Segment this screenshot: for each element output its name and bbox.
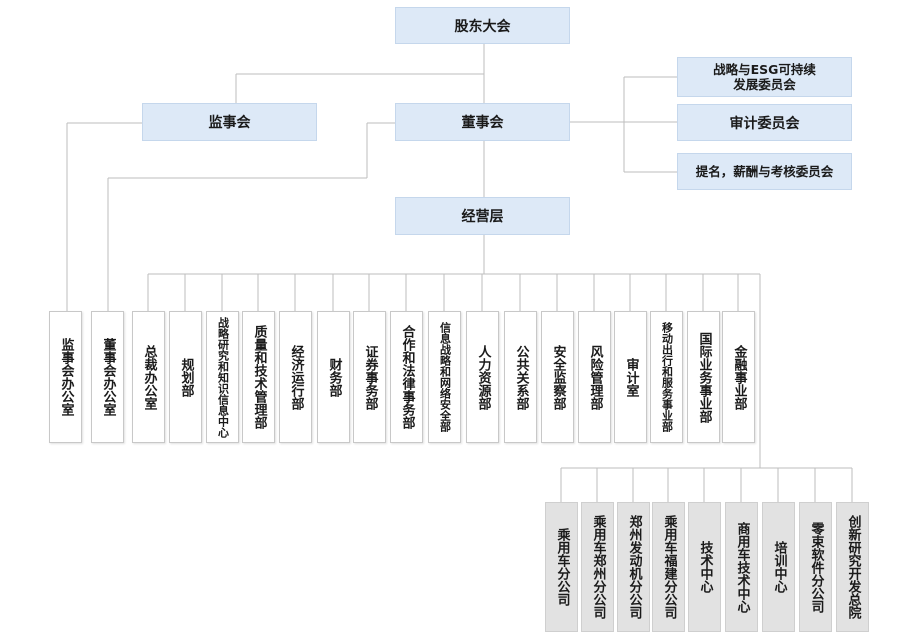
planning-dept-box: 规划部 [169, 311, 202, 443]
subsidiary-label: 乘用车福建分公司 [661, 515, 677, 619]
z-one-software-branch-box: 零束软件分公司 [799, 502, 832, 632]
management-box: 经营层 [395, 197, 570, 235]
info-strategy-security-dept-box: 信息战略和网络安全部 [428, 311, 461, 443]
zhengzhou-engine-branch-box: 郑州发动机分公司 [617, 502, 650, 632]
securities-affairs-dept-box: 证券事务部 [353, 311, 386, 443]
supervisory-board-office-box: 监事会办公室 [49, 311, 82, 443]
department-label: 规划部 [178, 357, 194, 397]
department-label: 国际业务事业部 [696, 331, 712, 423]
subsidiary-label: 郑州发动机分公司 [626, 515, 642, 619]
audit-committee-box: 审计委员会 [677, 104, 852, 141]
president-office-box: 总裁办公室 [132, 311, 165, 443]
commercial-vehicle-tech-center-box: 商用车技术中心 [725, 502, 758, 632]
department-label: 总裁办公室 [141, 344, 157, 410]
department-label: 金融事业部 [731, 344, 747, 410]
audit-committee-label: 审计委员会 [729, 115, 800, 132]
innovation-research-institute-box: 创新研究开发总院 [836, 502, 869, 632]
committee-label-line2: 发展委员会 [733, 77, 796, 92]
department-label: 移动出行和服务事业部 [660, 322, 674, 432]
department-label: 公共关系部 [513, 344, 529, 410]
department-label: 经济运行部 [288, 344, 304, 410]
department-label: 合作和法律事务部 [399, 325, 415, 429]
passenger-car-zhengzhou-branch-box: 乘用车郑州分公司 [581, 502, 614, 632]
quality-tech-mgmt-dept-box: 质量和技术管理部 [242, 311, 275, 443]
nomination-committee-label: 提名，薪酬与考核委员会 [695, 164, 834, 179]
department-label: 信息战略和网络安全部 [438, 322, 452, 432]
public-relations-dept-box: 公共关系部 [504, 311, 537, 443]
subsidiary-label: 创新研究开发总院 [845, 515, 861, 619]
passenger-car-fujian-branch-box: 乘用车福建分公司 [652, 502, 685, 632]
training-center-box: 培训中心 [762, 502, 795, 632]
board-of-directors-label: 董事会 [461, 115, 504, 131]
subsidiary-label: 培训中心 [771, 541, 787, 593]
strategy-esg-committee-box: 战略与ESG可持续 发展委员会 [677, 57, 852, 97]
nomination-compensation-committee-box: 提名，薪酬与考核委员会 [677, 153, 852, 190]
human-resources-dept-box: 人力资源部 [466, 311, 499, 443]
department-label: 审计室 [623, 357, 639, 397]
cooperation-legal-dept-box: 合作和法律事务部 [390, 311, 423, 443]
department-label: 财务部 [326, 357, 342, 397]
passenger-car-branch-box: 乘用车分公司 [545, 502, 578, 632]
subsidiary-label: 零束软件分公司 [808, 521, 824, 613]
strategy-research-center-box: 战略研究和知识信息中心 [206, 311, 239, 443]
safety-inspection-dept-box: 安全监察部 [541, 311, 574, 443]
international-business-division-box: 国际业务事业部 [687, 311, 720, 443]
shareholders-meeting-label: 股东大会 [454, 18, 511, 35]
department-label: 质量和技术管理部 [251, 325, 267, 429]
department-label: 人力资源部 [475, 344, 491, 410]
committee-label-line1: 战略与ESG可持续 [713, 62, 816, 77]
subsidiary-label: 商用车技术中心 [734, 521, 750, 613]
subsidiary-label: 乘用车分公司 [554, 528, 570, 606]
finance-division-box: 金融事业部 [722, 311, 755, 443]
board-office-box: 董事会办公室 [91, 311, 124, 443]
department-label: 监事会办公室 [58, 338, 74, 416]
shareholders-meeting-box: 股东大会 [395, 7, 570, 44]
department-label: 风险管理部 [587, 344, 603, 410]
supervisory-board-label: 监事会 [208, 115, 251, 131]
management-label: 经营层 [461, 209, 504, 225]
audit-office-box: 审计室 [614, 311, 647, 443]
subsidiary-label: 技术中心 [697, 541, 713, 593]
subsidiary-label: 乘用车郑州分公司 [590, 515, 606, 619]
economic-operation-dept-box: 经济运行部 [279, 311, 312, 443]
department-label: 战略研究和知识信息中心 [216, 316, 230, 438]
supervisory-board-box: 监事会 [142, 103, 317, 141]
department-label: 董事会办公室 [100, 338, 116, 416]
finance-dept-box: 财务部 [317, 311, 350, 443]
department-label: 安全监察部 [550, 344, 566, 410]
board-of-directors-box: 董事会 [395, 103, 570, 141]
risk-management-dept-box: 风险管理部 [578, 311, 611, 443]
department-label: 证券事务部 [362, 344, 378, 410]
mobility-service-division-box: 移动出行和服务事业部 [650, 311, 683, 443]
technical-center-box: 技术中心 [688, 502, 721, 632]
